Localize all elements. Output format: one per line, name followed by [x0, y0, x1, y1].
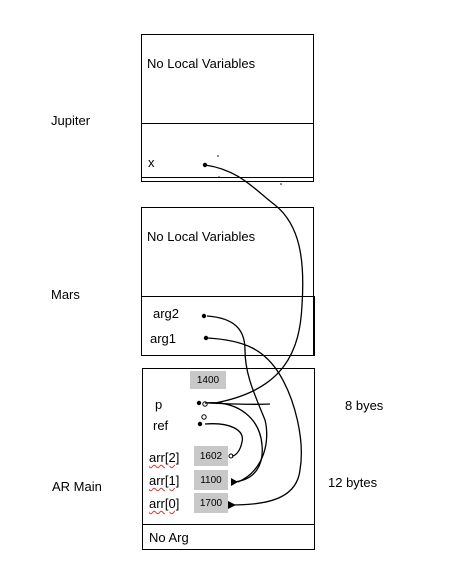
main-var-arr0: arr[0]: [149, 496, 179, 511]
main-var-arr2: arr[2]: [149, 450, 179, 465]
main-footer-text: No Arg: [149, 530, 189, 545]
main-arr1-value: 1100: [194, 470, 228, 490]
arrow-p-loop: [207, 402, 271, 406]
stray-dot-2: [218, 176, 220, 178]
jupiter-bottom-double-line: [142, 177, 313, 178]
main-var-p: p: [155, 397, 163, 412]
main-var-arr2-label: arr[2]: [149, 450, 180, 465]
main-footer-box: No Arg: [142, 524, 315, 550]
jupiter-locals-divider: [142, 123, 313, 124]
size-annotation-12: 12 bytes: [328, 475, 378, 490]
main-top-value: 1400: [190, 371, 226, 389]
main-frame-label: AR Main: [52, 479, 102, 494]
main-arr0-value: 1700: [194, 493, 228, 513]
main-var-arr0-label: arr[0]: [149, 496, 180, 511]
arrow-arg2-to-ref: [206, 315, 268, 483]
mars-arg1: arg1: [150, 331, 177, 346]
jupiter-locals-text: No Local Variables: [147, 56, 256, 71]
main-ref-pointer-dot: [197, 421, 203, 427]
arrow-x-to-p: [204, 164, 304, 404]
mars-frame-label: Mars: [51, 287, 80, 302]
main-p-pointer-dot: [196, 400, 202, 406]
stray-dot-3: [280, 183, 282, 185]
mars-args-box: arg2 arg1: [141, 296, 315, 356]
jupiter-arg-x: x: [148, 155, 155, 170]
arrow-p-to-arr1: [204, 402, 263, 483]
mars-locals-text: No Local Variables: [147, 229, 256, 244]
main-var-ref: ref: [153, 418, 169, 433]
arrow-ref-to-arr2: [204, 423, 243, 457]
main-p-hollow-marker: [202, 401, 208, 407]
jupiter-frame-label: Jupiter: [51, 113, 91, 128]
main-ref-hollow-marker: [201, 414, 207, 420]
jupiter-x-pointer-dot: [202, 162, 208, 168]
arrowhead-arr1: [231, 478, 238, 486]
main-var-arr1: arr[1]: [149, 473, 179, 488]
arr2-hollow-marker: [228, 453, 234, 459]
stray-dot-1: [217, 155, 219, 157]
jupiter-frame: No Local Variables x: [141, 34, 314, 182]
arrowhead-arr0: [228, 501, 236, 509]
mars-arg2-pointer-dot: [201, 313, 207, 319]
mars-arg2: arg2: [153, 306, 180, 321]
size-annotation-8: 8 byes: [345, 398, 384, 413]
main-var-arr1-label: arr[1]: [149, 473, 180, 488]
mars-arg1-pointer-dot: [203, 335, 209, 341]
main-arr2-value: 1602: [194, 446, 228, 466]
arrow-arg1-to-arr0: [206, 337, 302, 506]
